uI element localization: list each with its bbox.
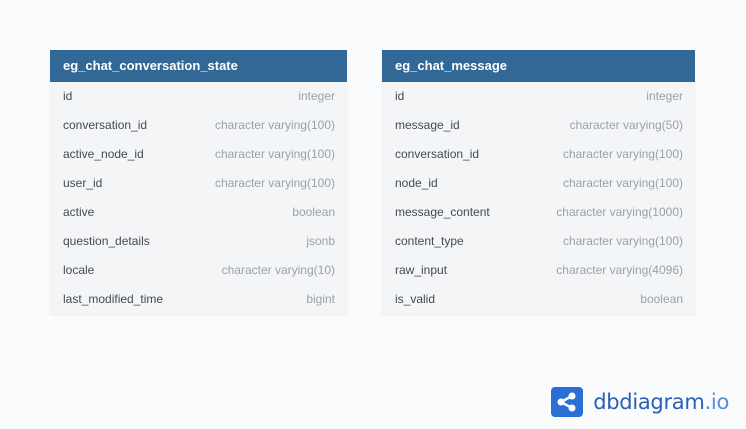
column-name: conversation_id bbox=[63, 118, 148, 132]
table-row[interactable]: active_node_id character varying(100) bbox=[50, 140, 347, 169]
brand-name-tld: .io bbox=[704, 390, 730, 414]
column-name: raw_input bbox=[395, 263, 448, 277]
table-row[interactable]: id integer bbox=[50, 82, 347, 111]
table-row[interactable]: question_details jsonb bbox=[50, 227, 347, 256]
table-row[interactable]: raw_input character varying(4096) bbox=[382, 256, 695, 285]
column-name: locale bbox=[63, 263, 95, 277]
table-row[interactable]: node_id character varying(100) bbox=[382, 169, 695, 198]
column-name: active bbox=[63, 205, 95, 219]
column-type: boolean bbox=[640, 292, 683, 306]
column-name: active_node_id bbox=[63, 147, 144, 161]
column-type: character varying(100) bbox=[214, 147, 335, 161]
table-row[interactable]: message_id character varying(50) bbox=[382, 111, 695, 140]
column-type: bigint bbox=[306, 292, 335, 306]
column-name: user_id bbox=[63, 176, 103, 190]
column-name: content_type bbox=[395, 234, 464, 248]
column-type: character varying(50) bbox=[569, 118, 683, 132]
column-type: character varying(4096) bbox=[556, 263, 683, 277]
column-name: node_id bbox=[395, 176, 438, 190]
column-name: conversation_id bbox=[395, 147, 480, 161]
column-name: id bbox=[63, 89, 73, 103]
column-type: integer bbox=[298, 89, 335, 103]
table-row[interactable]: user_id character varying(100) bbox=[50, 169, 347, 198]
brand-name: dbdiagram.io bbox=[593, 390, 729, 414]
table-row[interactable]: conversation_id character varying(100) bbox=[50, 111, 347, 140]
column-type: character varying(10) bbox=[221, 263, 335, 277]
column-type: boolean bbox=[292, 205, 335, 219]
table-row[interactable]: is_valid boolean bbox=[382, 285, 695, 314]
column-type: character varying(100) bbox=[214, 118, 335, 132]
share-nodes-icon bbox=[551, 387, 584, 417]
dbdiagram-brand[interactable]: dbdiagram.io bbox=[551, 387, 729, 417]
table-row[interactable]: id integer bbox=[382, 82, 695, 111]
column-type: jsonb bbox=[306, 234, 335, 248]
table-row[interactable]: content_type character varying(100) bbox=[382, 227, 695, 256]
column-name: id bbox=[395, 89, 405, 103]
column-name: is_valid bbox=[395, 292, 436, 306]
column-type: character varying(1000) bbox=[556, 205, 683, 219]
table-row[interactable]: message_content character varying(1000) bbox=[382, 198, 695, 227]
table-header[interactable]: eg_chat_conversation_state bbox=[50, 50, 347, 82]
column-type: integer bbox=[646, 89, 683, 103]
table-row[interactable]: locale character varying(10) bbox=[50, 256, 347, 285]
column-name: question_details bbox=[63, 234, 150, 248]
column-type: character varying(100) bbox=[562, 176, 683, 190]
table-row[interactable]: last_modified_time bigint bbox=[50, 285, 347, 314]
column-type: character varying(100) bbox=[214, 176, 335, 190]
column-name: message_content bbox=[395, 205, 490, 219]
column-name: last_modified_time bbox=[63, 292, 164, 306]
column-name: message_id bbox=[395, 118, 460, 132]
table-header[interactable]: eg_chat_message bbox=[382, 50, 695, 82]
brand-name-main: dbdiagram bbox=[593, 390, 705, 414]
column-type: character varying(100) bbox=[562, 147, 683, 161]
table-row[interactable]: active boolean bbox=[50, 198, 347, 227]
table-row[interactable]: conversation_id character varying(100) bbox=[382, 140, 695, 169]
table-eg-chat-conversation-state[interactable]: eg_chat_conversation_state id integer con… bbox=[50, 50, 347, 314]
column-type: character varying(100) bbox=[562, 234, 683, 248]
